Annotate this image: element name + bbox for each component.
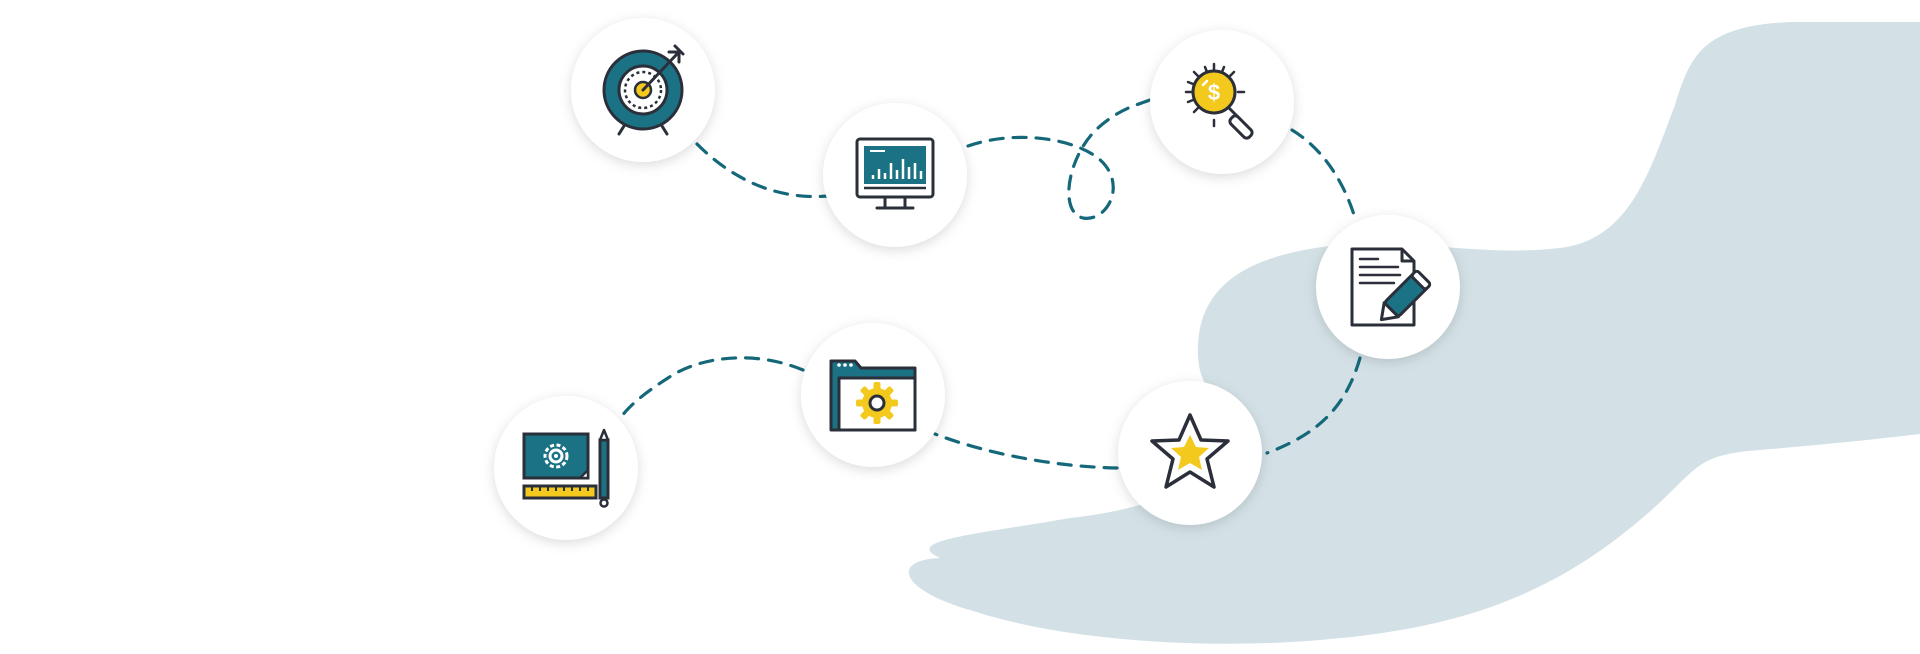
node-folder-settings [801,323,945,467]
svg-text:$: $ [1208,80,1220,105]
connector-star-folder [933,432,1119,470]
target-icon [602,44,685,136]
node-star [1118,381,1262,525]
blueprint-gear-icon [522,428,610,508]
monitor-chart-icon [855,137,935,210]
document-pencil-icon [1350,247,1432,327]
node-document [1316,215,1460,359]
node-target [571,18,715,162]
connector-folder-tools [620,356,805,418]
node-search-money: $ [1150,30,1294,174]
magnifier-dollar-icon: $ [1184,62,1254,140]
star-icon [1150,413,1230,489]
folder-gear-icon [829,359,917,432]
connector-document-star [1265,356,1362,455]
connector-target-monitor [695,142,830,199]
dashed-connectors [620,98,1362,470]
connector-monitor-search [966,98,1152,220]
node-monitor [823,103,967,247]
connector-search-document [1290,128,1357,220]
node-design-tools [494,396,638,540]
